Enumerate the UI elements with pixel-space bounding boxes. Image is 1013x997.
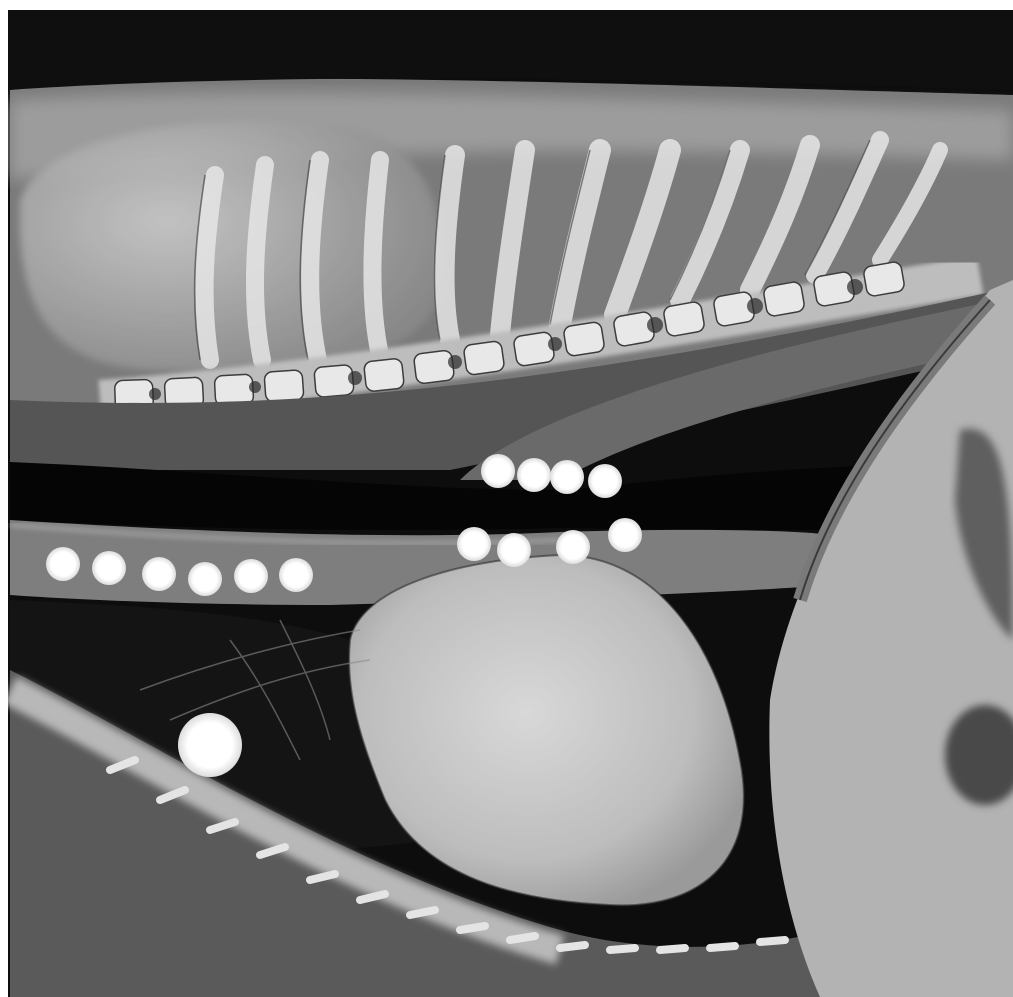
marker-large <box>178 713 242 777</box>
marker-dot <box>481 454 515 488</box>
marker-dot <box>92 551 126 585</box>
marker-dot <box>608 518 642 552</box>
marker-dot <box>46 547 80 581</box>
marker-dot <box>497 533 531 567</box>
marker-dot <box>556 530 590 564</box>
marker-dot <box>457 527 491 561</box>
marker-dot <box>188 562 222 596</box>
marker-dot <box>517 458 551 492</box>
marker-dot <box>588 464 622 498</box>
marker-dot <box>279 558 313 592</box>
marker-dot <box>142 557 176 591</box>
marker-dot <box>234 559 268 593</box>
marker-dot <box>550 460 584 494</box>
